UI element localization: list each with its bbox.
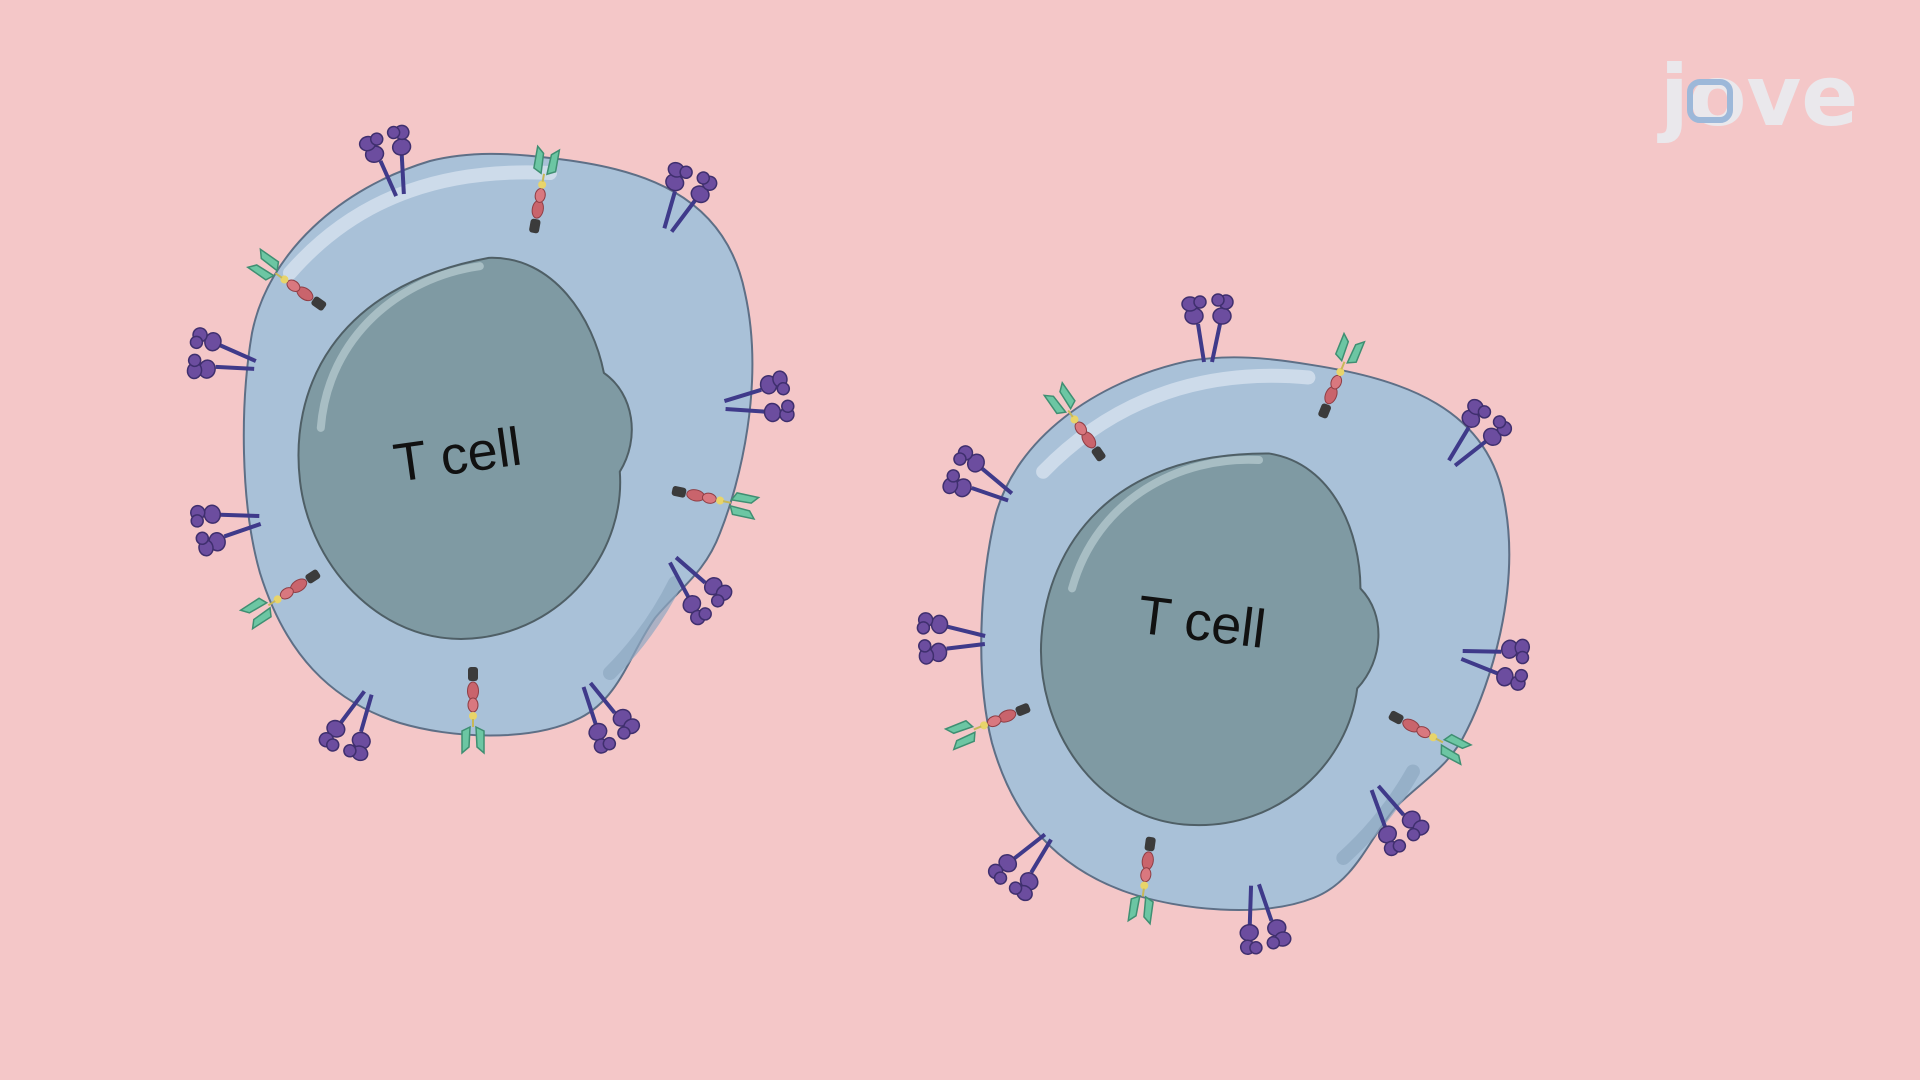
speech-bubble-icon xyxy=(1687,79,1733,123)
purple-receptor xyxy=(916,613,986,666)
purple-receptor xyxy=(1180,292,1235,364)
t-cell-right: T cell xyxy=(966,343,1521,925)
jove-logo: jove xyxy=(1657,47,1858,145)
t-cell-left: T cell xyxy=(242,152,754,737)
